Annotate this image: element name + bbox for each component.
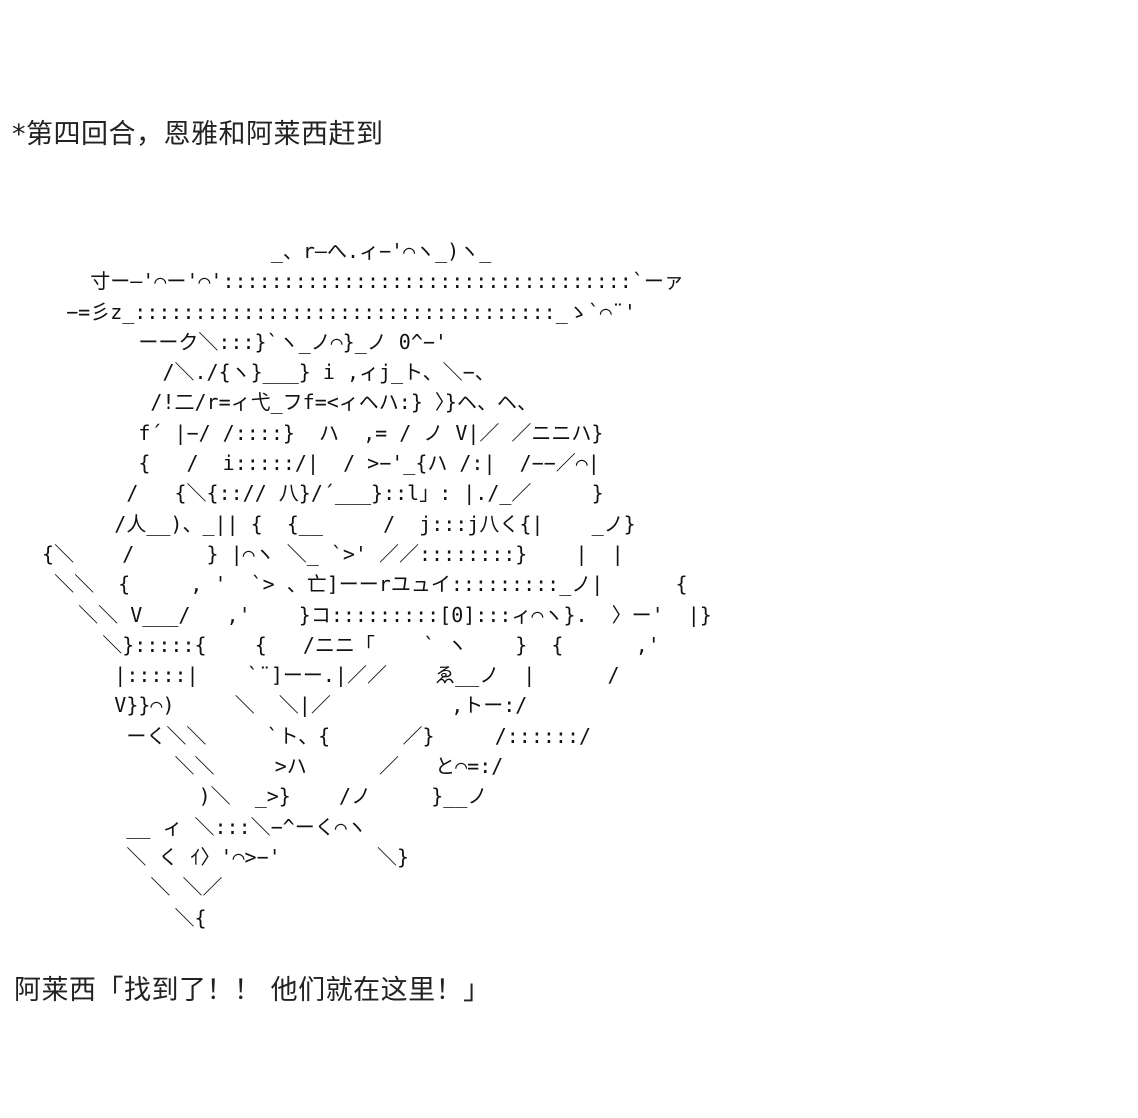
dialogue-line: 阿莱西「找到了！！ 他们就在这里！」 bbox=[14, 975, 491, 1006]
narration-caption: *第四回合，恩雅和阿莱西赶到 bbox=[12, 119, 384, 150]
ascii-art-figure: _、r—へ.ィ−'⌒ヽ_)ヽ_ 寸ー—'⌒ー'⌒':::::::::::::::… bbox=[42, 239, 712, 930]
